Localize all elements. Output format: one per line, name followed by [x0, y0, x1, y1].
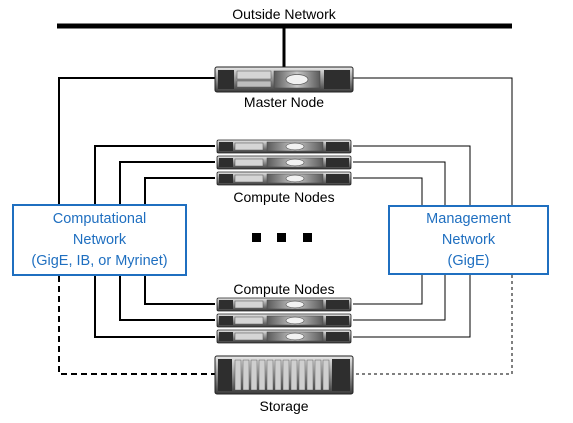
computational-network-subtitle: Network: [72, 231, 127, 248]
ellipsis-icon: [247, 233, 317, 243]
computational-network-box: Computational Network (GigE, IB, or Myri…: [12, 204, 187, 276]
computational-network-title: Computational: [52, 210, 147, 227]
compute-nodes-bottom-label: Compute Nodes: [233, 281, 335, 297]
compute-nodes-top-label: Compute Nodes: [233, 189, 335, 205]
management-network-subtitle: Network: [441, 231, 496, 248]
management-network-title: Management: [426, 210, 511, 227]
management-network-box: Management Network (GigE): [388, 205, 549, 275]
compute-node-server-icon: [216, 139, 352, 154]
master-node-label: Master Node: [243, 94, 325, 110]
compute-node-server-icon: [216, 155, 352, 170]
storage-array-icon: [214, 355, 354, 395]
compute-node-server-icon: [216, 313, 352, 328]
management-network-types: (GigE): [447, 252, 490, 269]
compute-node-server-icon: [216, 297, 352, 312]
compute-node-server-icon: [216, 329, 352, 344]
computational-network-types: (GigE, IB, or Myrinet): [31, 252, 168, 269]
storage-label: Storage: [259, 398, 309, 414]
compute-node-server-icon: [216, 171, 352, 186]
master-node-server-icon: [214, 66, 354, 93]
outside-network-label: Outside Network: [232, 6, 336, 22]
